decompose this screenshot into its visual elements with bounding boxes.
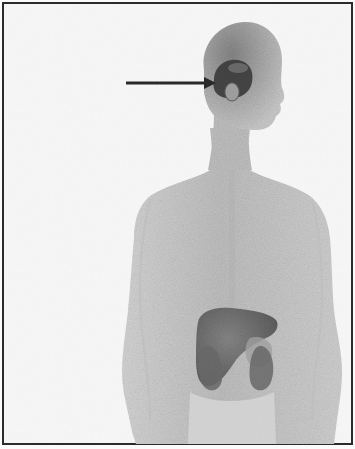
grain-overlay xyxy=(4,4,351,443)
